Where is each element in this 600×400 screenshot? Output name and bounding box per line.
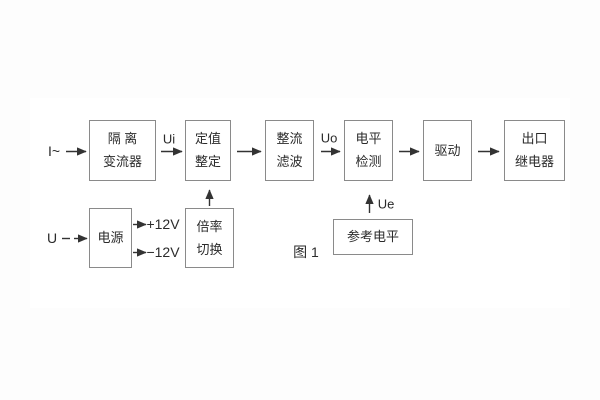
block-label-line: 参考电平 (346, 229, 399, 244)
block-label-line: 电平 (355, 130, 382, 146)
block-label-line: 驱动 (434, 142, 461, 158)
block-drive: 驱动 (423, 120, 472, 181)
block-label-line: 定值 (194, 130, 221, 146)
block-label-line: 整流 (276, 130, 303, 146)
block-output-relay: 出口 继电器 (504, 120, 565, 181)
label-signal-ue: Ue (377, 196, 395, 212)
block-label-line: 检测 (355, 154, 382, 170)
block-label-line: 出口 (521, 130, 548, 146)
block-label-line: 电源 (97, 230, 124, 245)
block-power-supply: 电源 (89, 208, 132, 268)
block-reference-level: 参考电平 (333, 219, 413, 255)
block-rectify-filter: 整流 滤波 (265, 120, 314, 181)
label-voltage-input: U (46, 230, 58, 246)
figure-caption: 图 1 (293, 244, 319, 260)
block-level-detect: 电平 检测 (344, 120, 393, 181)
block-label-line: 倍率 (196, 218, 223, 234)
block-isolation-transformer: 隔 离 变流器 (89, 120, 156, 181)
block-ratio-switch: 倍率 切换 (185, 208, 234, 268)
label-current-input: I~ (47, 143, 61, 159)
label-signal-ui: Ui (162, 131, 176, 147)
block-setpoint-adjust: 定值 整定 (185, 120, 231, 181)
block-label-line: 变流器 (102, 154, 142, 170)
block-label-line: 整定 (194, 154, 221, 170)
label-signal-uo: Uo (320, 130, 338, 146)
label-plus-12v: +12V (146, 216, 180, 232)
block-label-line: 切换 (196, 241, 223, 257)
block-label-line: 滤波 (276, 154, 303, 170)
block-label-line: 隔 离 (107, 130, 138, 146)
label-minus-12v: −12V (146, 244, 180, 260)
block-label-line: 继电器 (514, 154, 554, 170)
